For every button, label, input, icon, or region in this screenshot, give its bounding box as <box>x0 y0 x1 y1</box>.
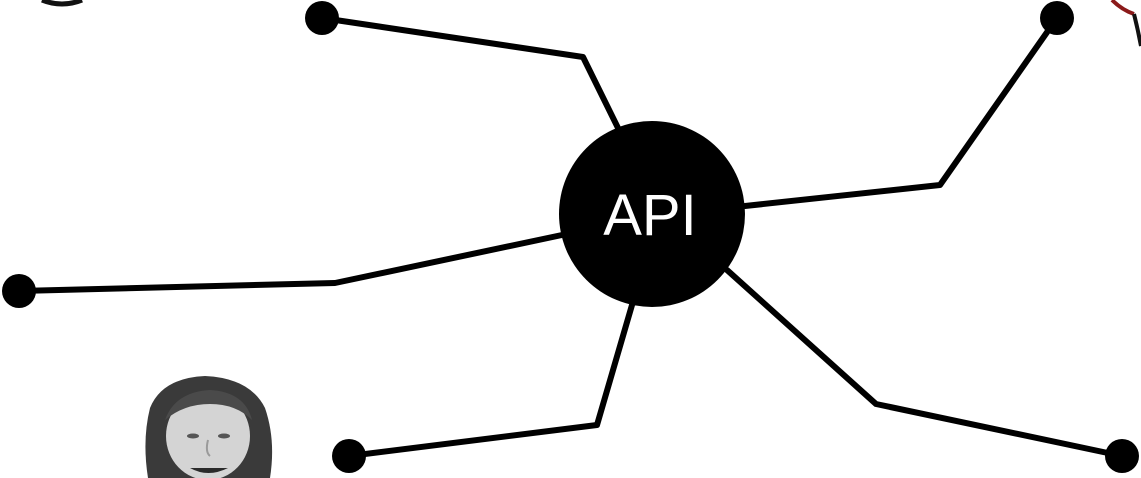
connector-top-right <box>742 15 1060 209</box>
endpoint-node-top-right <box>1040 1 1074 35</box>
connector-top-left <box>319 15 622 133</box>
person-photo-icon <box>145 376 273 478</box>
partial-circle-right-edge-icon <box>1132 13 1141 47</box>
partial-circle-top-right-icon <box>1110 0 1135 16</box>
endpoint-node-bottom-right <box>1105 439 1139 473</box>
endpoint-node-bottom-left <box>332 439 366 473</box>
connector-left <box>16 232 565 294</box>
connector-bottom-left <box>346 302 635 459</box>
partial-circle-top-left-icon <box>41 0 83 7</box>
connector-bottom-right <box>724 267 1125 459</box>
endpoint-node-left <box>2 274 36 308</box>
api-hub-label: API <box>603 183 697 248</box>
api-hub-circle <box>559 121 745 307</box>
endpoint-node-top-left <box>305 1 339 35</box>
